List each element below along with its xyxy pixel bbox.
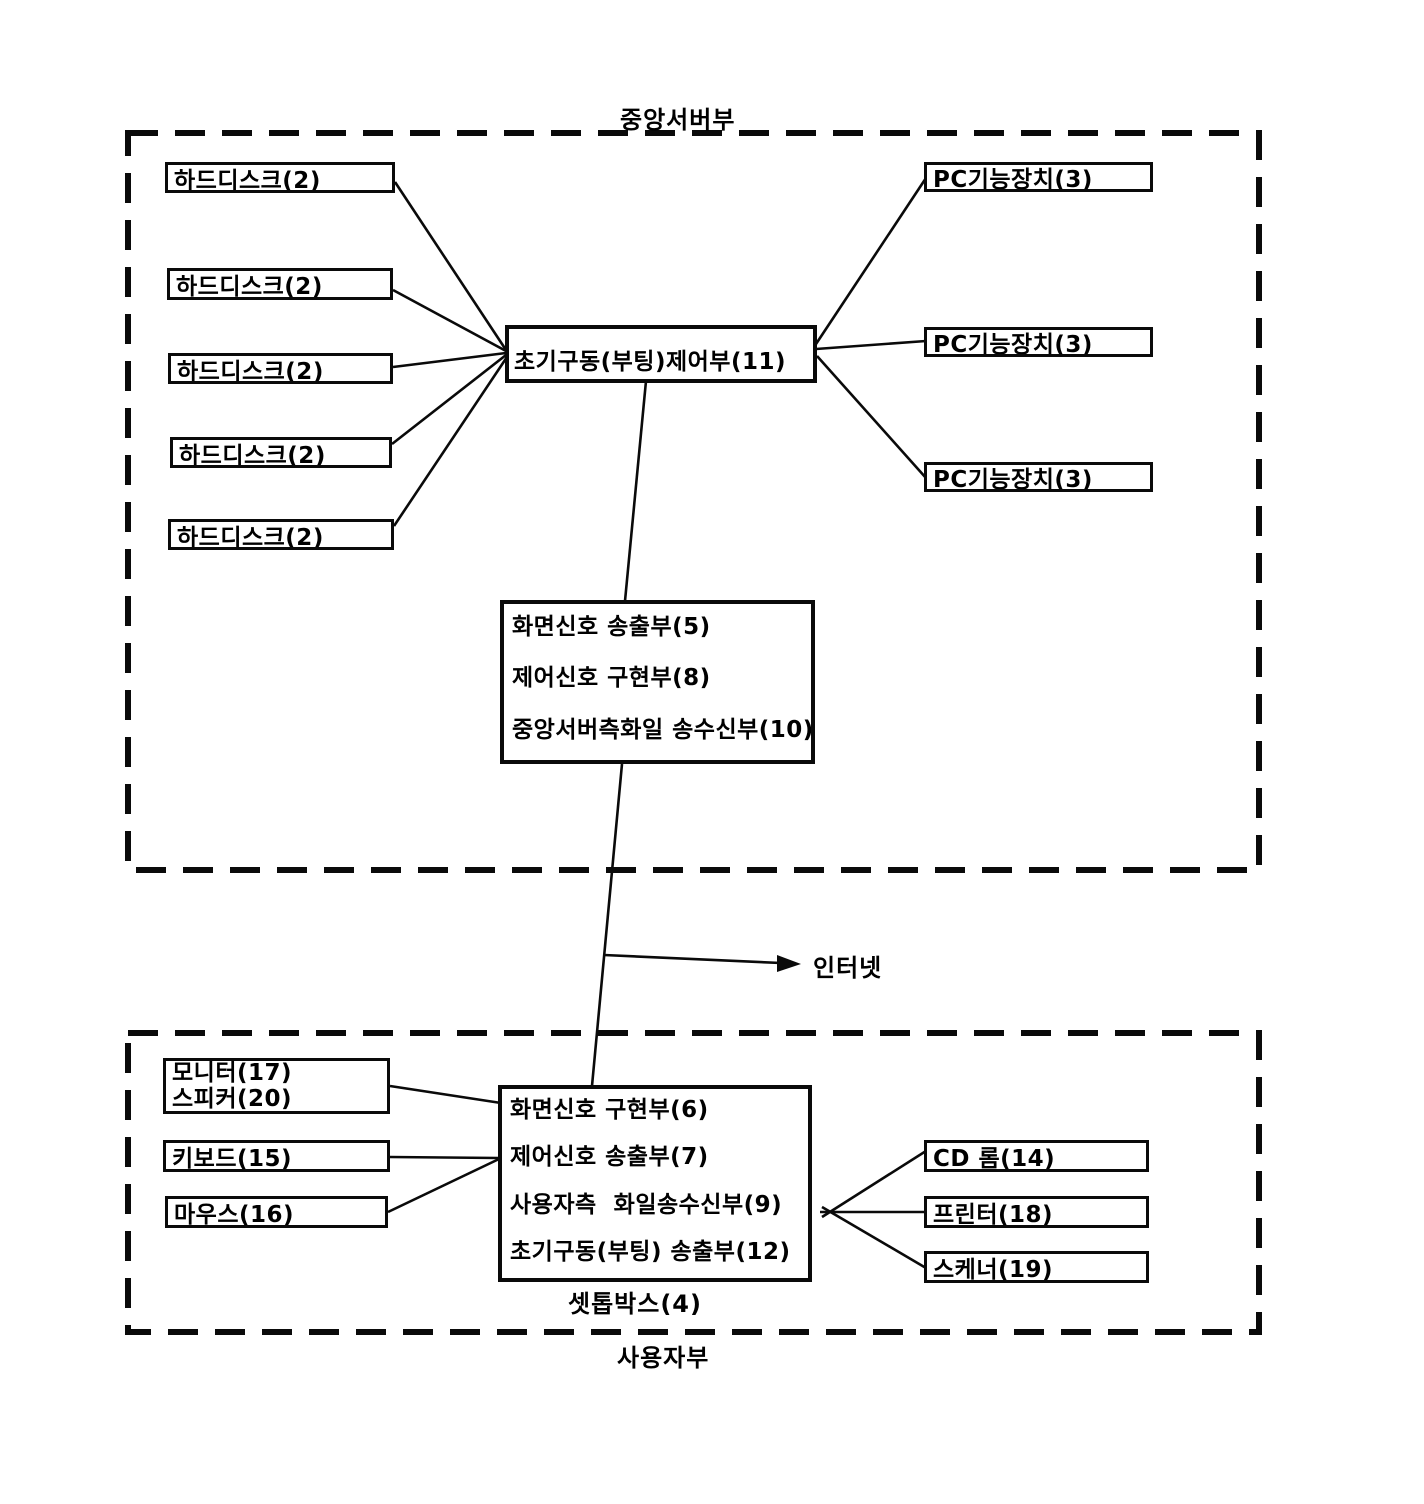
pc-device-label: PC기능장치(3): [933, 167, 1093, 192]
cdrom-box: CD 롬(14): [924, 1140, 1149, 1172]
user-section-border: [125, 1030, 1262, 1335]
server-section-label: 중앙서버부: [620, 106, 736, 134]
user-section-label: 사용자부: [617, 1344, 710, 1372]
harddisk-label: 하드디스크(2): [177, 358, 324, 384]
cdrom-label: CD 롬(14): [933, 1146, 1056, 1172]
connector-settopbox-cdrom: [821, 1149, 927, 1219]
mouse-label: 마우스(16): [174, 1202, 295, 1228]
boot-control-label: 초기구동(부팅)제어부(11): [514, 349, 786, 375]
connector-bootcontrol-pcdevice1: [814, 177, 928, 345]
connector-harddisk3-bootcontrol: [392, 351, 507, 369]
monitor-speaker-box: 모니터(17) 스피커(20): [163, 1058, 390, 1114]
speaker-label: 스피커(20): [172, 1086, 293, 1112]
harddisk-box-4: 하드디스크(2): [170, 437, 392, 468]
keyboard-box: 키보드(15): [163, 1140, 390, 1172]
connector-bootcontrol-pcdevice2: [815, 339, 927, 351]
harddisk-label: 하드디스크(2): [179, 442, 326, 468]
harddisk-box-3: 하드디스크(2): [168, 353, 393, 384]
connector-signalunit-settopbox: [590, 763, 624, 1087]
keyboard-label: 키보드(15): [172, 1146, 293, 1172]
settop-box-caption: 셋톱박스(4): [568, 1290, 702, 1318]
connector-harddisk4-bootcontrol: [391, 353, 507, 446]
server-signal-unit-box: 화면신호 송출부(5) 제어신호 구현부(8) 중앙서버측화일 송수신부(10): [500, 600, 815, 764]
internet-arrow-line: [603, 953, 782, 965]
monitor-label: 모니터(17): [172, 1060, 293, 1086]
connector-settopbox-scanner: [821, 1205, 927, 1270]
connector-keyboard-settopbox: [389, 1155, 500, 1160]
boot-output-label: 초기구동(부팅) 송출부(12): [510, 1238, 791, 1265]
internet-arrowhead-icon: [777, 955, 801, 972]
printer-label: 프린터(18): [933, 1202, 1054, 1228]
pc-device-box-1: PC기능장치(3): [924, 162, 1153, 192]
harddisk-label: 하드디스크(2): [177, 524, 324, 550]
screen-signal-output-label: 화면신호 송출부(5): [512, 614, 711, 640]
user-file-txrx-label: 사용자측 화일송수신부(9): [510, 1191, 783, 1218]
connector-harddisk5-bootcontrol: [392, 356, 509, 527]
connector-harddisk2-bootcontrol: [392, 288, 507, 353]
harddisk-label: 하드디스크(2): [174, 167, 321, 193]
harddisk-box-5: 하드디스크(2): [168, 519, 394, 550]
pc-device-box-2: PC기능장치(3): [924, 327, 1153, 357]
pc-device-label: PC기능장치(3): [933, 332, 1093, 357]
screen-signal-impl-label: 화면신호 구현부(6): [510, 1097, 709, 1123]
control-signal-output-label: 제어신호 송출부(7): [510, 1144, 709, 1171]
settop-box: 화면신호 구현부(6) 제어신호 송출부(7) 사용자측 화일송수신부(9) 초…: [498, 1085, 812, 1282]
scanner-label: 스케너(19): [933, 1257, 1054, 1283]
harddisk-box-2: 하드디스크(2): [167, 268, 393, 300]
harddisk-box-1: 하드디스크(2): [165, 162, 395, 193]
connector-bootcontrol-signalunit: [623, 380, 648, 602]
harddisk-label: 하드디스크(2): [176, 274, 323, 300]
server-file-txrx-label: 중앙서버측화일 송수신부(10): [512, 716, 814, 743]
server-section-border: [125, 130, 1262, 873]
mouse-box: 마우스(16): [165, 1196, 388, 1228]
connector-bootcontrol-pcdevice3: [816, 355, 927, 479]
pc-device-label: PC기능장치(3): [933, 467, 1093, 492]
connector-monitor-settopbox: [389, 1084, 502, 1105]
internet-label: 인터넷: [813, 954, 883, 982]
boot-control-box: 초기구동(부팅)제어부(11): [505, 325, 817, 383]
control-signal-impl-label: 제어신호 구현부(8): [512, 665, 711, 692]
printer-box: 프린터(18): [924, 1196, 1149, 1228]
scanner-box: 스케너(19): [924, 1251, 1149, 1283]
pc-device-box-3: PC기능장치(3): [924, 462, 1153, 492]
connector-mouse-settopbox: [387, 1157, 500, 1214]
connector-harddisk1-bootcontrol: [393, 181, 508, 351]
